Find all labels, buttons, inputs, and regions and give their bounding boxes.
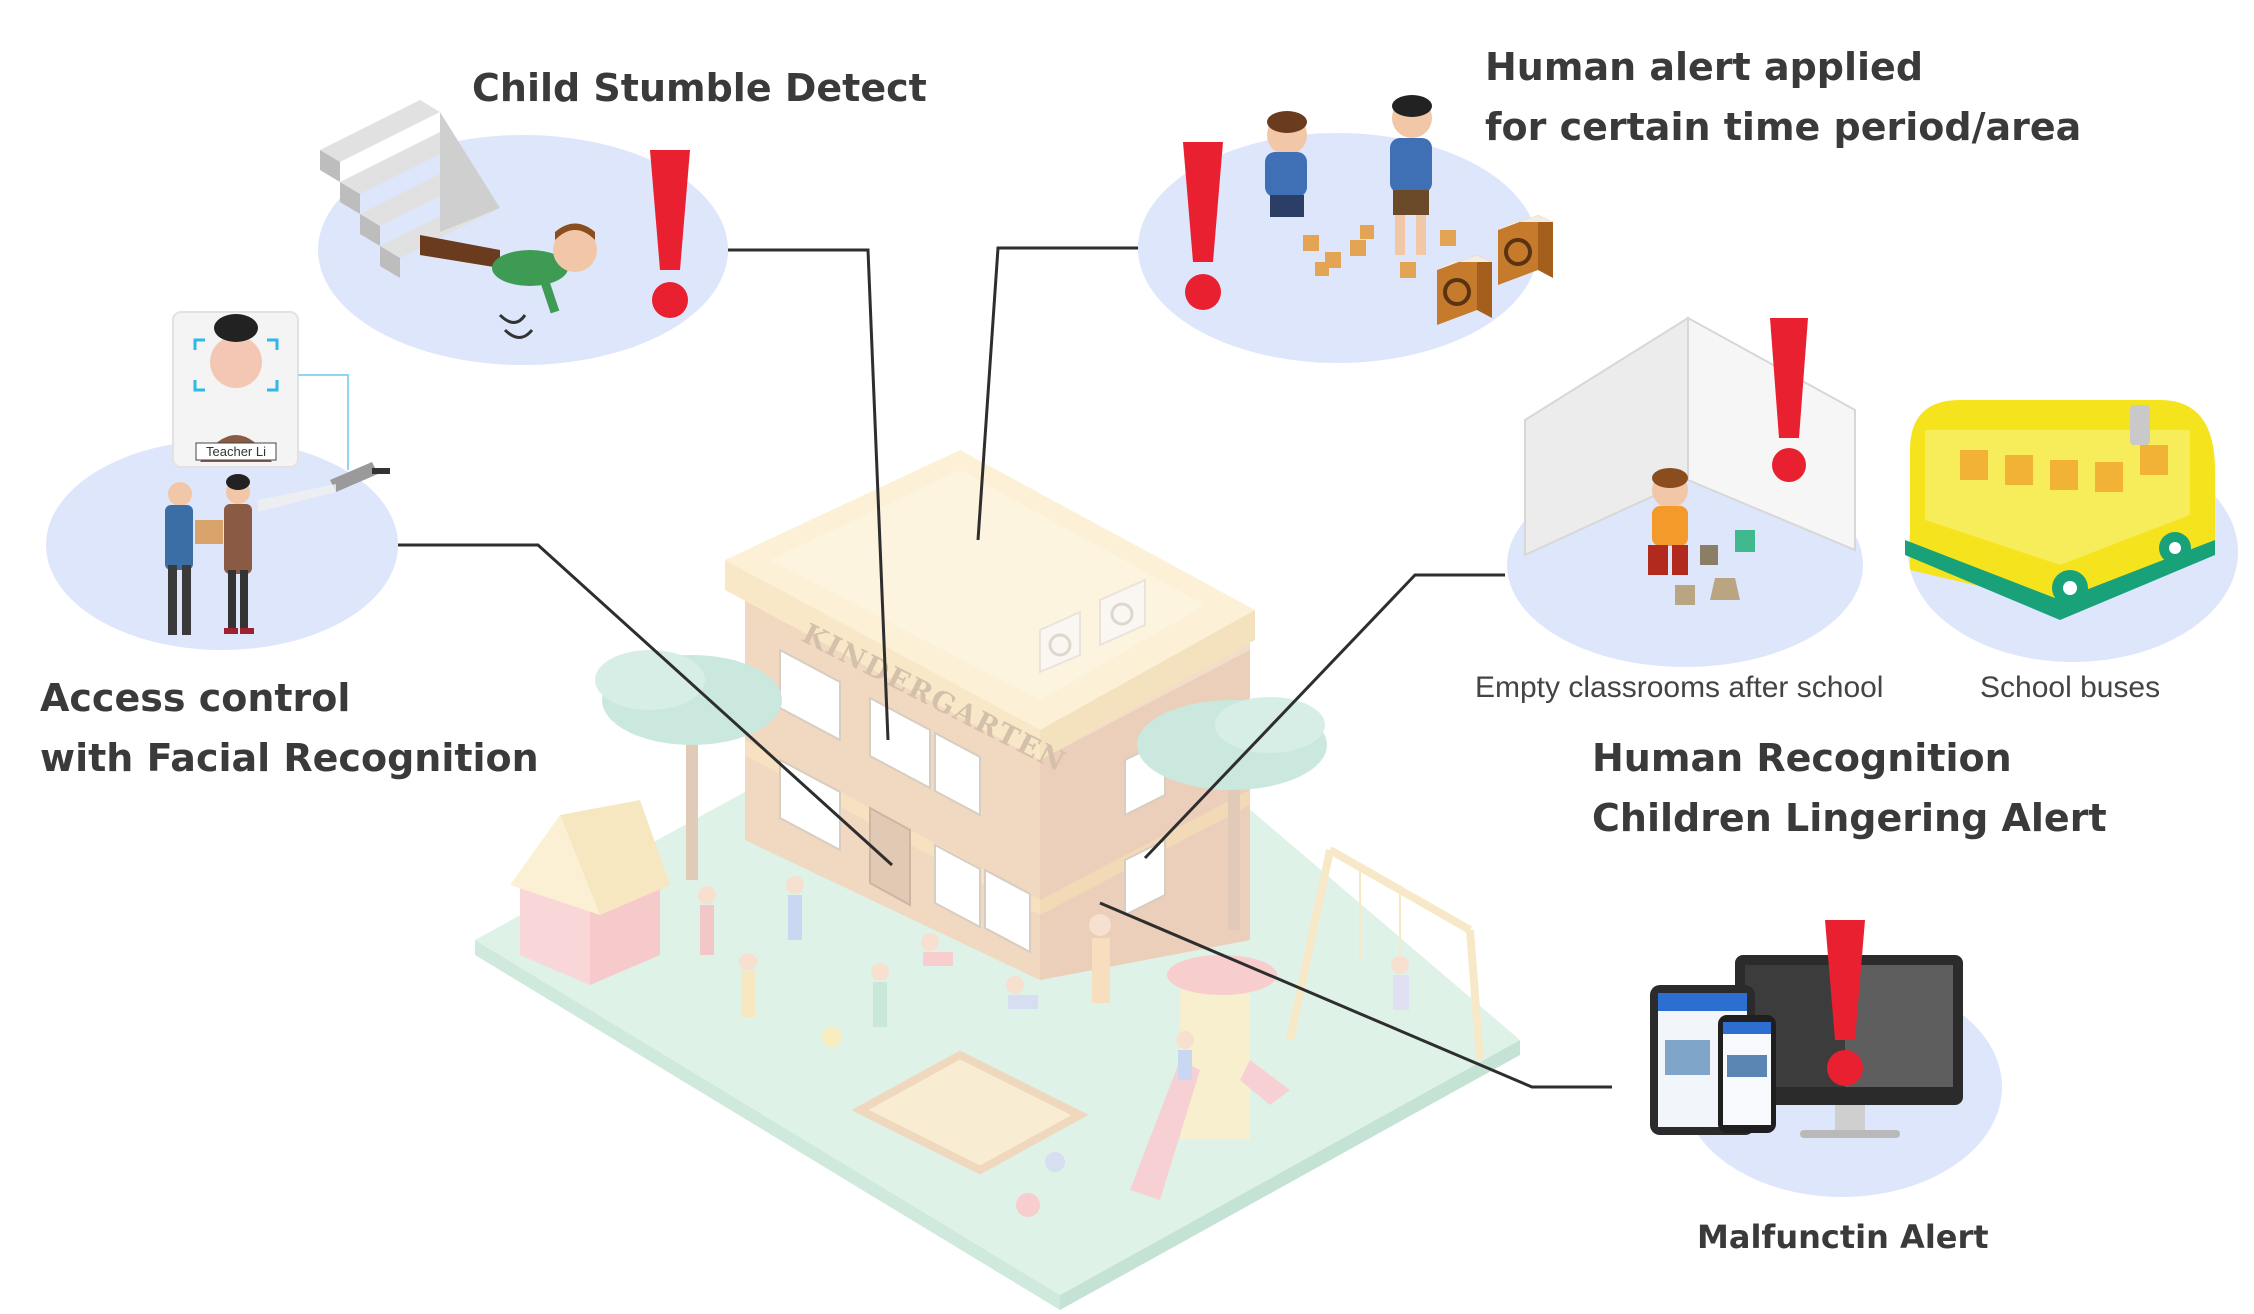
swing-set <box>1286 846 1484 1061</box>
label-access-line1: Access control <box>40 676 351 720</box>
playground-children <box>698 876 1409 1217</box>
visitor-figure <box>165 482 223 635</box>
kindergarten-scene: KINDERGARTEN <box>475 450 1520 1310</box>
teacher-badge: Teacher Li <box>206 444 266 459</box>
connector-lingering <box>1143 573 1505 860</box>
sandbox <box>851 1050 1089 1175</box>
sand-toys <box>1675 530 1755 605</box>
bubble-access-control: Teacher Li <box>46 311 398 650</box>
connector-malfunction <box>1099 901 1612 1089</box>
face-id-card <box>172 311 299 468</box>
falling-child-figure <box>420 223 597 339</box>
label-child-stumble: Child Stumble Detect <box>472 66 927 110</box>
bubble-human-alert <box>1138 95 1553 363</box>
label-access-line2: with Facial Recognition <box>40 736 539 780</box>
bubble-school-buses <box>1905 400 2238 662</box>
label-lingering-line2: Children Lingering Alert <box>1592 796 2107 840</box>
bubble-malfunction <box>1650 920 2002 1197</box>
tree-left <box>595 650 782 880</box>
teacher-figure <box>224 474 254 634</box>
connector-human-alert <box>976 246 1138 541</box>
connector-stumble <box>728 248 890 741</box>
label-malfunction: Malfunctin Alert <box>1697 1218 1989 1256</box>
playground-ground <box>475 630 1520 1295</box>
label-empty-classrooms: Empty classrooms after school <box>1475 671 1884 704</box>
alert-exclamation-icon <box>1183 142 1223 310</box>
school-bus-icon <box>1905 400 2215 620</box>
building-door <box>869 806 911 907</box>
connector-lines <box>398 246 1612 1089</box>
play-house <box>510 800 670 985</box>
label-human-alert-line2: for certain time period/area <box>1485 105 2082 149</box>
label-school-buses: School buses <box>1980 671 2161 704</box>
bubble-empty-classrooms <box>1507 316 1863 667</box>
security-camera-icon <box>258 462 390 512</box>
alert-exclamation-icon <box>1825 920 1865 1086</box>
alert-exclamation-icon <box>650 150 690 318</box>
phone-icon <box>1718 1015 1776 1133</box>
alert-exclamation-icon <box>1770 318 1808 482</box>
label-human-alert-line1: Human alert applied <box>1485 45 1924 89</box>
kindergarten-building: KINDERGARTEN <box>725 450 1255 980</box>
playing-children-figures <box>1265 95 1432 255</box>
bubble-child-stumble <box>318 100 728 365</box>
speaker-boxes <box>1437 215 1553 325</box>
stairs-icon <box>320 100 500 278</box>
connector-access <box>398 543 894 867</box>
lingering-child-figure <box>1648 468 1688 575</box>
toy-blocks <box>1303 225 1456 278</box>
label-lingering-line1: Human Recognition <box>1592 736 2012 780</box>
roof-ac-units <box>1039 578 1146 674</box>
